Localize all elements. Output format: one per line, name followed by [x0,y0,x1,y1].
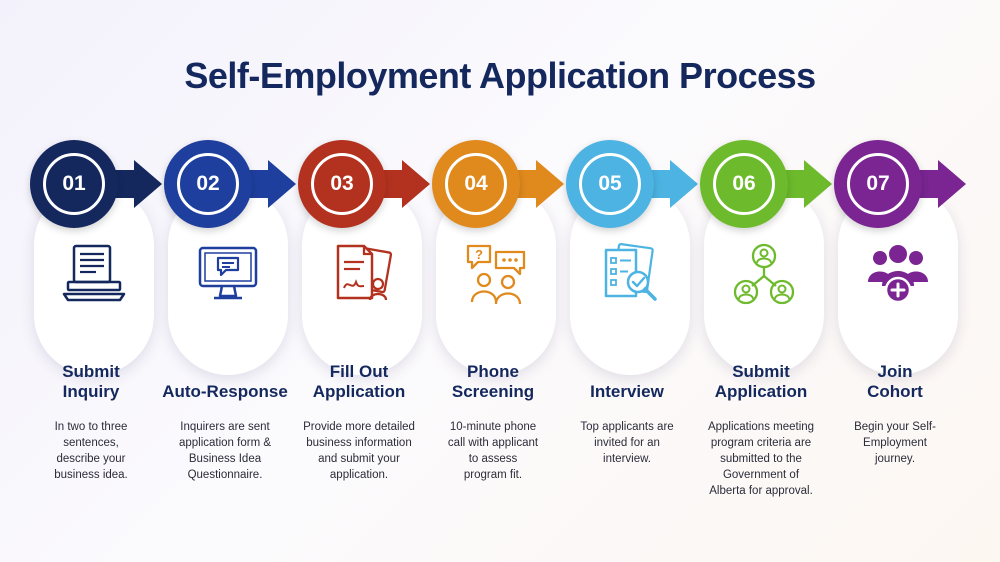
step-description: Top applicants are invited for an intervie… [554,419,700,467]
step-number-badge: 04 [432,140,520,228]
step-number: 02 [196,172,220,195]
phone-chat-people-icon: ? [466,244,526,305]
step-description: Inquirers are sent application form & Busi… [152,419,298,483]
step-description-line: Employment [863,437,927,449]
step-number-badge: 07 [834,140,922,228]
step-heading-line: Screening [451,382,535,401]
step-description-line: sentences, [63,437,119,449]
step-number-badge: 02 [164,140,252,228]
step-description-line: Applications meeting [707,421,815,433]
step-description-line: Begin your Self- [854,421,936,433]
step-number: 01 [62,172,86,195]
step-description: 10-minute phone call with applicant to ass… [420,419,566,483]
step-description: Provide more detailed business informatio… [286,419,432,483]
step-description-line: to assess [468,453,518,465]
step-description-line: journey. [874,453,916,465]
step-heading-line: Interview [590,382,664,401]
step-heading-line: Submit [62,362,120,381]
step-description-line: In two to three [54,421,128,433]
svg-text:?: ? [475,247,483,262]
step-description-line: program fit. [463,469,523,481]
step-number: 06 [732,172,756,195]
document-laptop-icon [62,244,126,302]
step-heading-line: Join [877,362,913,381]
step-heading-line: Submit [732,362,790,381]
step-heading-line: Application [714,382,808,401]
step-description-line: Alberta for approval. [709,485,813,497]
step-description: In two to three sentences, describe your bu… [18,419,164,483]
step-number-badge: 06 [700,140,788,228]
step-description-line: invited for an [594,437,660,449]
step-heading-line: Auto-Response [162,382,288,401]
step-number: 07 [866,172,890,195]
step-description-line: program criteria are [710,437,812,449]
group-add-icon [868,245,928,304]
step-number: 05 [598,172,622,195]
step-description-line: Business Idea [188,453,262,465]
step-description-line: interview. [603,453,651,465]
step-description: Begin your Self- Employment journey. [822,419,968,467]
page-title: Self-Employment Application Process [184,55,816,96]
step-heading-line: Inquiry [62,382,120,401]
step-description-line: submitted to the [720,453,802,465]
step-heading-line: Phone [467,362,519,381]
step-description-line: and submit your [318,453,400,465]
step-number: 04 [464,172,488,195]
step-description-line: call with applicant [447,437,539,449]
step-description-line: Inquirers are sent [180,421,270,433]
step-05: 05 Interview Top applicants are invited f… [566,140,702,540]
step-description-line: Provide more detailed [303,421,415,433]
step-heading: Interview [552,382,702,402]
step-description: Applications meeting program criteria are… [688,419,834,499]
step-heading-line: Application [312,382,406,401]
step-number-badge: 05 [566,140,654,228]
step-heading-line: Fill Out [329,362,389,381]
step-description-line: application. [329,469,389,481]
step-number-badge: 01 [30,140,118,228]
step-description-line: 10-minute phone [449,421,537,433]
step-description-line: Top applicants are [580,421,674,433]
step-02: 02 Auto-Response Inquirers are sent appli… [162,140,300,540]
network-people-icon [733,243,795,305]
step-description-line: Questionnaire. [187,469,263,481]
step-description-line: describe your [56,453,126,465]
step-description-line: Government of [722,469,800,481]
step-number-badge: 03 [298,140,386,228]
step-description-line: application form & [178,437,272,449]
monitor-message-icon [198,246,258,300]
step-number: 03 [330,172,354,195]
step-heading-line: Cohort [867,382,923,401]
signed-documents-icon [336,244,393,301]
step-description-line: business information [306,437,412,449]
step-description-line: business idea. [54,469,128,481]
document-review-icon [604,243,657,301]
step-heading: Auto-Response [150,382,300,402]
